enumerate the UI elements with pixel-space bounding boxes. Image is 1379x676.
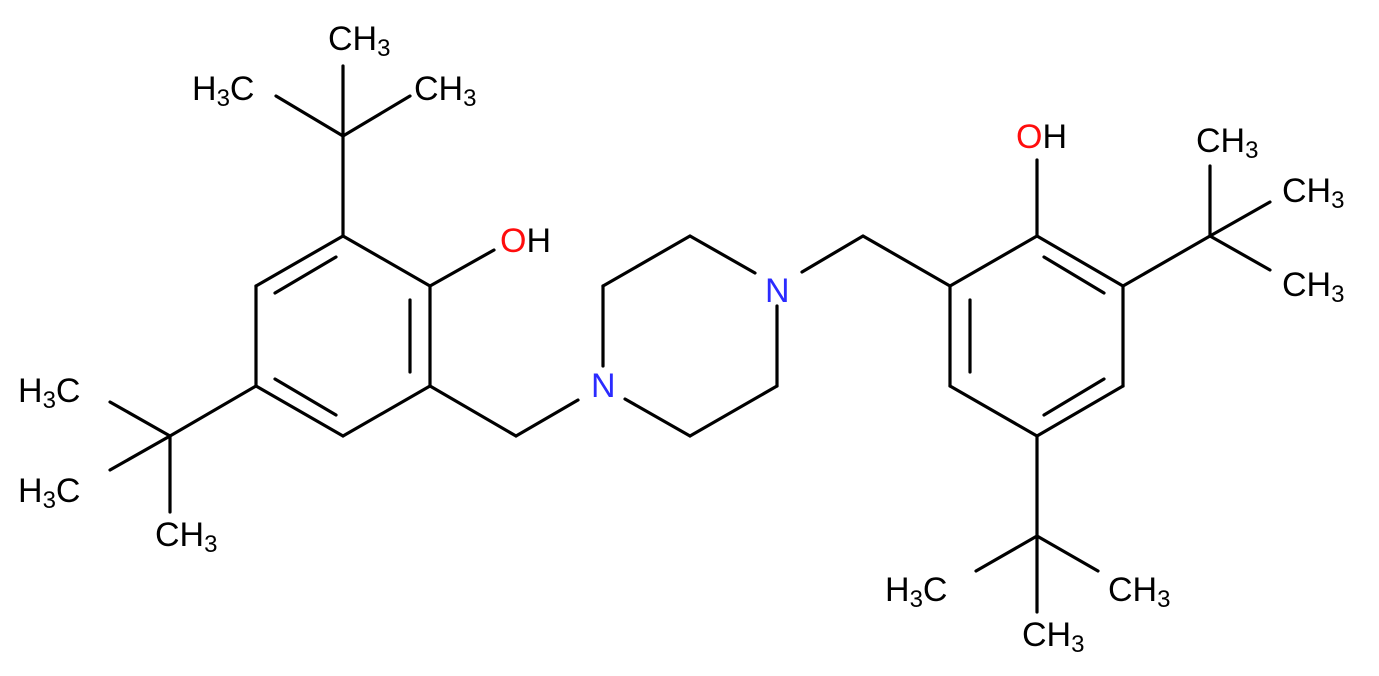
nitrogen-label-right: N bbox=[765, 272, 790, 310]
methyl-label-bottom-left: H3C bbox=[885, 571, 947, 613]
left-upper-tert-butyl-bonds bbox=[274, 64, 412, 238]
hydroxyl-label-left: OH bbox=[500, 222, 551, 260]
left-lower-tert-butyl-bonds bbox=[108, 384, 258, 514]
methyl-label-upper-right: CH3 bbox=[414, 70, 476, 112]
hydroxyl-label-right: OH bbox=[1016, 118, 1067, 156]
methyl-label-right-bottom: CH3 bbox=[1282, 266, 1344, 308]
methyl-label-right-top: CH3 bbox=[1196, 122, 1258, 164]
left-methylene-bonds bbox=[428, 384, 580, 438]
methyl-label-top: CH3 bbox=[328, 20, 390, 62]
methyl-label-left-b: H3C bbox=[18, 472, 80, 514]
methyl-label-upper-left: H3C bbox=[192, 70, 254, 112]
right-upper-tert-butyl-bonds bbox=[1121, 164, 1272, 288]
methyl-label-right-middle: CH3 bbox=[1282, 172, 1344, 214]
methyl-label-bottom-right: CH3 bbox=[1108, 571, 1170, 613]
left-aromatic-ring bbox=[254, 234, 432, 438]
right-methylene-bonds bbox=[800, 234, 952, 288]
methyl-label-bottom: CH3 bbox=[1022, 616, 1084, 658]
right-aromatic-ring bbox=[948, 234, 1125, 438]
right-lower-tert-butyl-bonds bbox=[974, 434, 1100, 614]
methyl-label-left-c: CH3 bbox=[155, 516, 217, 558]
methyl-label-left-a: H3C bbox=[18, 372, 80, 414]
left-hydroxyl-bond bbox=[428, 248, 496, 288]
nitrogen-label-left: N bbox=[591, 367, 616, 405]
piperazine-ring bbox=[601, 234, 779, 438]
